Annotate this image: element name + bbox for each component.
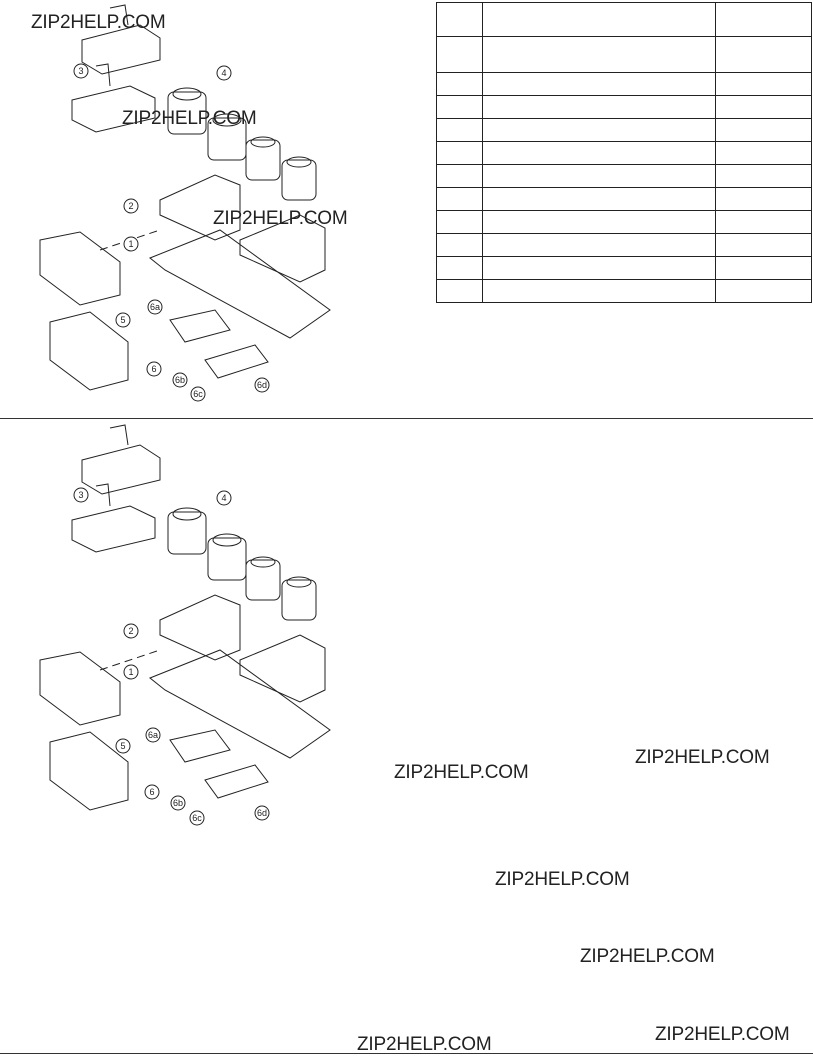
parts-table-cell (436, 141, 483, 165)
parts-table-cell (436, 233, 483, 257)
header-cell (482, 2, 716, 37)
parts-table-row (436, 95, 812, 119)
parts-table-row (436, 72, 812, 96)
watermark: ZIP2HELP.COM (122, 108, 257, 129)
callout-label: 2 (128, 201, 133, 211)
watermark: ZIP2HELP.COM (213, 208, 348, 229)
section-divider (0, 418, 813, 419)
parts-table-row (436, 36, 812, 73)
parts-table-row (436, 233, 812, 257)
watermark: ZIP2HELP.COM (655, 1024, 790, 1045)
part-6b (169, 309, 231, 343)
bracket-lower (71, 85, 156, 133)
callout-label: 6a (148, 730, 158, 740)
callout-label: 6c (193, 389, 203, 399)
parts-table-cell (482, 95, 716, 119)
parts-table-cell (436, 164, 483, 188)
parts-table-cell (715, 233, 812, 257)
parts-table-cell (715, 210, 812, 234)
watermark: ZIP2HELP.COM (580, 946, 715, 967)
parts-table-cell (715, 141, 812, 165)
parts-table-cell (482, 164, 716, 188)
callout-label: 2 (128, 626, 133, 636)
callout-label: 6c (192, 813, 202, 823)
parts-table-cell (482, 279, 716, 303)
callout-label: 6 (151, 364, 156, 374)
parts-table-cell (482, 233, 716, 257)
parts-table-cell (482, 36, 716, 73)
parts-table-cell (482, 210, 716, 234)
watermark: ZIP2HELP.COM (495, 869, 630, 890)
callout-label: 1 (128, 667, 133, 677)
parts-table-row (436, 210, 812, 234)
header-cell (436, 2, 483, 37)
parts-table-cell (436, 95, 483, 119)
callout-label: 6d (257, 380, 267, 390)
bottom-rule (0, 1053, 813, 1054)
parts-table-row (436, 118, 812, 142)
parts-table-header (436, 2, 812, 37)
bracket-upper (81, 24, 161, 75)
parts-table-row (436, 256, 812, 280)
parts-table-cell (436, 256, 483, 280)
parts-table-cell (436, 36, 483, 73)
parts-table-cell (482, 72, 716, 96)
parts-table-cell (715, 36, 812, 73)
callouts-top (73, 63, 270, 402)
exploded-diagram-bottom: 3 4 2 1 5 6a 6 6b 6c 6d (0, 420, 360, 830)
watermark: ZIP2HELP.COM (635, 747, 770, 768)
exploded-diagram-top-svg: 3 4 2 1 5 6a 6 6b 6c 6d (39, 4, 331, 402)
part-6d (204, 344, 269, 379)
rail-part-1 (149, 229, 331, 339)
parts-table-row (436, 279, 812, 303)
parts-table-cell (482, 141, 716, 165)
parts-table-cell (436, 210, 483, 234)
parts-table-cell (715, 95, 812, 119)
dispenser-cylinders (167, 87, 317, 201)
watermark: ZIP2HELP.COM (357, 1034, 492, 1055)
callout-label: 6d (257, 808, 267, 818)
tray-lower (49, 311, 129, 391)
parts-table-cell (482, 118, 716, 142)
parts-table-body (436, 36, 812, 303)
tray-upper (39, 231, 121, 306)
callout-label: 3 (78, 66, 83, 76)
exploded-diagram-bottom-svg: 3 4 2 1 5 6a 6 6b 6c 6d (39, 424, 331, 826)
callout-label: 6b (173, 798, 183, 808)
parts-table-row (436, 141, 812, 165)
callout-label: 1 (128, 239, 133, 249)
callout-label: 6b (175, 375, 185, 385)
parts-table-cell (715, 279, 812, 303)
parts-table-cell (436, 118, 483, 142)
parts-table-cell (436, 279, 483, 303)
callout-label: 4 (221, 68, 226, 78)
callout-label: 3 (78, 490, 83, 500)
parts-table-cell (715, 72, 812, 96)
parts-table-cell (436, 187, 483, 211)
parts-table-cell (482, 256, 716, 280)
parts-table-row (436, 187, 812, 211)
callout-label: 4 (221, 493, 226, 503)
exploded-diagram-top: 3 4 2 1 5 6a 6 6b 6c 6d (0, 0, 360, 410)
parts-table-cell (715, 118, 812, 142)
callout-label: 5 (120, 741, 125, 751)
callout-label: 6 (149, 787, 154, 797)
parts-table-cell (715, 164, 812, 188)
callout-label: 6a (150, 302, 160, 312)
callout-label: 5 (120, 315, 125, 325)
watermark: ZIP2HELP.COM (394, 762, 529, 783)
parts-table-cell (482, 187, 716, 211)
parts-table (436, 2, 812, 303)
parts-table-cell (436, 72, 483, 96)
header-cell (715, 2, 812, 37)
watermark: ZIP2HELP.COM (31, 12, 166, 33)
frame-part-2 (159, 174, 241, 241)
parts-table-row (436, 164, 812, 188)
parts-table-cell (715, 256, 812, 280)
parts-table-cell (715, 187, 812, 211)
